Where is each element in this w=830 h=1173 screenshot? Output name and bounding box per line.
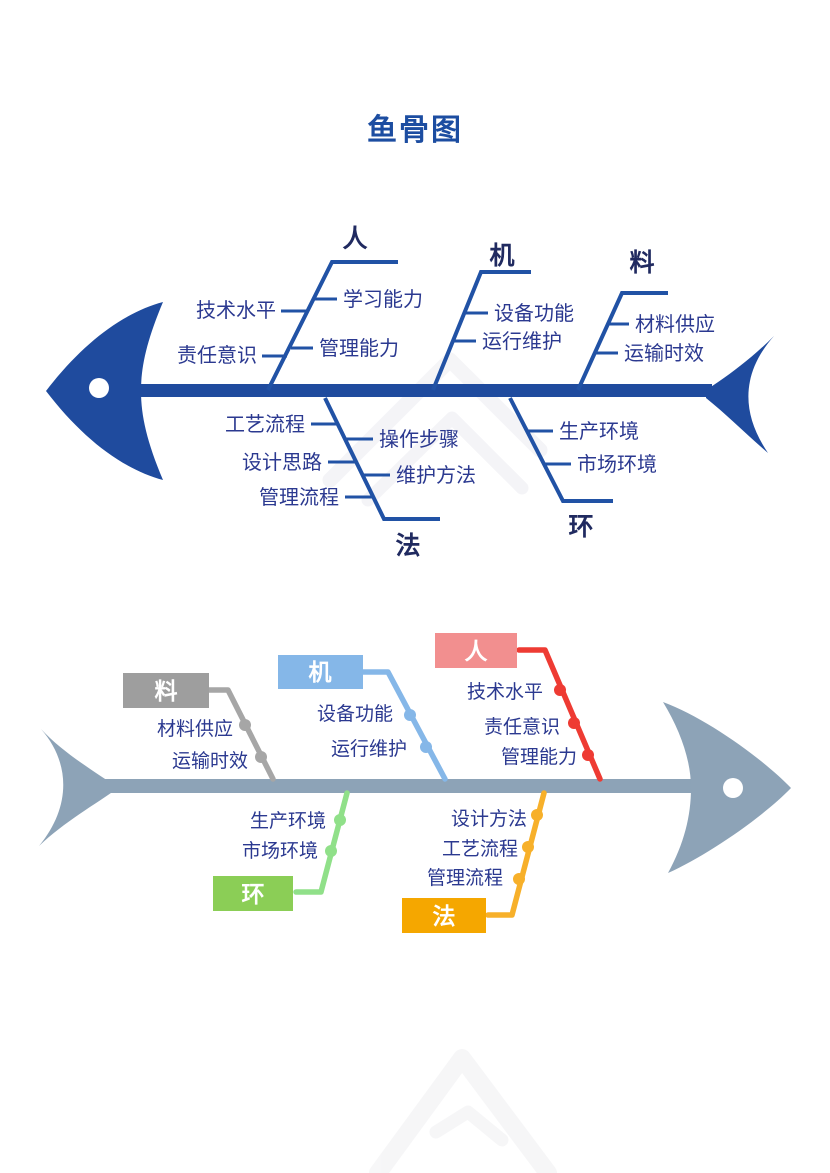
cause-label: 运输时效 [624,342,704,365]
branch-ticks [453,311,488,343]
bottom-fish-spine [104,779,692,793]
cause-label: 材料供应 [157,718,233,740]
bottom-branch-fa: 法 设计方法 工艺流程 管理流程 [402,790,547,933]
category-box [435,633,517,668]
branch-node-dot [255,751,267,763]
category-label: 料 [629,249,654,277]
cause-label: 责任意识 [177,344,257,367]
cause-label: 责任意识 [484,716,560,738]
category-label: 环 [568,513,593,541]
category-label: 环 [242,881,265,907]
branch-line [485,790,547,918]
cause-label: 设备功能 [317,703,393,725]
cause-label: 运输时效 [172,750,248,772]
cause-label: 市场环境 [242,840,318,862]
cause-label: 学习能力 [343,288,423,311]
category-box [402,898,486,933]
branch-node-dot [531,809,543,821]
page-title: 鱼骨图 [367,113,463,147]
top-branch-huan: 环 生产环境 市场环境 [508,397,657,541]
category-label: 人 [465,638,489,664]
top-fish-tail [706,336,774,453]
branch-ticks [527,429,571,466]
branch-node-dot [568,717,580,729]
cause-label: 管理能力 [319,337,399,360]
cause-label: 技术水平 [196,299,276,322]
branch-node-dot [582,749,594,761]
branch-node-dot [325,845,337,857]
bottom-branch-ji: 机 设备功能 运行维护 [278,655,448,782]
top-branch-ji: 机 设备功能 运行维护 [431,242,574,391]
category-label: 料 [155,678,178,704]
branch-line [293,790,350,895]
cause-label: 生产环境 [250,810,326,832]
branch-node-dot [554,684,566,696]
branch-ticks [311,422,390,499]
cause-label: 管理流程 [427,867,503,889]
bottom-branch-huan: 环 生产环境 市场环境 [213,790,350,911]
branch-ticks [596,322,629,355]
category-label: 机 [309,659,332,685]
branch-line [516,647,603,782]
bottom-branch-liao: 料 材料供应 运输时效 [123,673,276,782]
branch-line [576,291,668,391]
cause-label: 工艺流程 [225,413,305,436]
top-branch-liao: 料 材料供应 运输时效 [576,249,715,391]
branch-node-dot [522,841,534,853]
cause-label: 运行维护 [482,330,562,353]
cause-label: 管理流程 [259,486,339,509]
branch-line [266,260,398,391]
cause-label: 技术水平 [467,681,543,703]
watermark-bottom-icon [369,1049,557,1173]
category-box [278,655,363,689]
branch-node-dot [420,741,432,753]
cause-label: 市场环境 [577,453,657,476]
branch-node-dot [404,709,416,721]
category-label: 法 [433,903,456,929]
branch-line [323,397,440,521]
top-branch-ren: 人 技术水平 责任意识 学习能力 管理能力 [177,225,423,391]
cause-label: 材料供应 [635,313,715,336]
bottom-branch-ren: 人 技术水平 责任意识 管理能力 [435,633,603,782]
cause-label: 操作步骤 [379,428,459,451]
branch-node-dot [239,719,251,731]
cause-label: 管理能力 [501,746,577,768]
cause-label: 工艺流程 [442,838,518,860]
cause-label: 设计方法 [451,808,527,830]
top-fish-spine [138,384,712,397]
branch-line [206,687,276,782]
cause-label: 生产环境 [559,420,639,443]
cause-label: 设备功能 [494,302,574,325]
fishbone-top: 人 技术水平 责任意识 学习能力 管理能力 机 设备功能 运行维护 料 材料供应… [46,225,774,560]
cause-label: 设计思路 [242,451,322,474]
bottom-fish-eye-icon [723,778,743,798]
branch-line [431,270,531,391]
category-label: 法 [395,532,420,560]
cause-label: 运行维护 [331,738,407,760]
category-box [213,876,293,911]
top-branch-fa: 法 工艺流程 设计思路 管理流程 操作步骤 维护方法 [225,397,476,560]
top-fish-eye-icon [89,378,109,398]
cause-label: 维护方法 [396,464,476,487]
category-box [123,673,209,708]
fishbone-bottom: 料 材料供应 运输时效 机 设备功能 运行维护 人 技术水平 责任意识 管理能力 [39,633,791,933]
branch-ticks [262,297,337,358]
category-label: 人 [342,225,367,253]
category-label: 机 [489,242,514,270]
bottom-fish-tail [39,729,118,846]
branch-node-dot [334,814,346,826]
branch-line [360,669,448,782]
branch-node-dot [513,873,525,885]
